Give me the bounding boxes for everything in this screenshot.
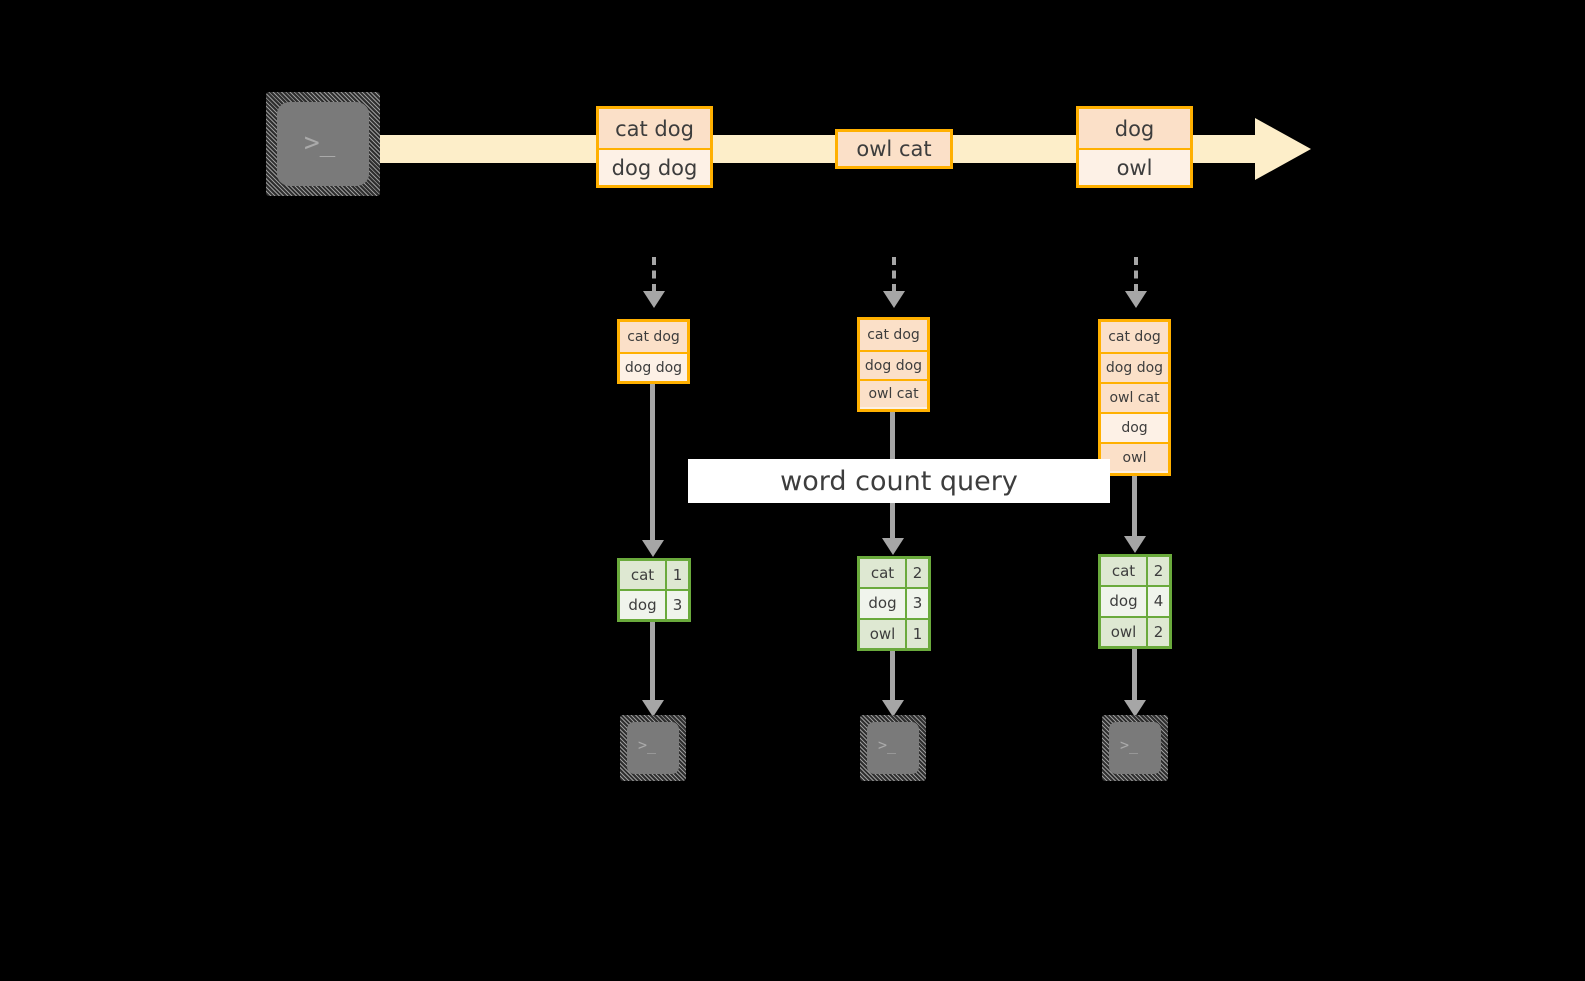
terminal-body	[627, 722, 679, 774]
batch-trigger-connector-2	[892, 257, 896, 292]
result-row: dog 3	[860, 587, 928, 618]
batch-3-sink-connector	[1132, 649, 1137, 702]
result-word-cell: owl	[869, 624, 896, 643]
batch-trigger-arrowhead-3	[1125, 291, 1147, 308]
result-count-cell: 3	[665, 591, 688, 619]
batch-input-cell: owl	[1101, 442, 1168, 471]
batch-2-sink-connector	[890, 651, 895, 702]
terminal-prompt-glyph: >_	[304, 128, 336, 158]
batch-input-cell: dog dog	[860, 350, 927, 379]
stream-record-cell: dog dog	[599, 148, 710, 185]
batch-3-sink-terminal-icon[interactable]: >_	[1102, 715, 1168, 781]
stream-record-cell: cat dog	[599, 109, 710, 148]
batch-trigger-connector-1	[652, 257, 656, 292]
result-word-cell: cat	[1111, 562, 1136, 581]
terminal-prompt-glyph: >_	[878, 736, 897, 754]
terminal-body	[277, 102, 369, 186]
batch-3-input-records: cat dog dog dog owl cat dog owl	[1098, 319, 1171, 476]
batch-1-sink-connector	[650, 622, 655, 702]
result-row: cat 2	[860, 559, 928, 588]
result-row: owl 2	[1101, 615, 1169, 646]
result-word-cell: cat	[630, 566, 655, 584]
stream-record-cell: dog	[1079, 109, 1190, 148]
result-word-cell: owl	[1110, 622, 1137, 641]
batch-1-sink-terminal-icon[interactable]: >_	[620, 715, 686, 781]
result-row: cat 2	[1101, 557, 1169, 586]
batch-1-query-arrowhead	[642, 540, 664, 557]
source-terminal-icon[interactable]: >_	[266, 92, 380, 196]
terminal-prompt-glyph: >_	[638, 736, 657, 754]
batch-1-query-connector	[650, 384, 655, 542]
batch-trigger-arrowhead-2	[883, 291, 905, 308]
batch-input-cell: dog dog	[620, 352, 687, 381]
result-row: dog 4	[1101, 585, 1169, 616]
result-word-cell: cat	[870, 564, 895, 583]
result-count-cell: 2	[1146, 617, 1169, 646]
query-label: word count query	[688, 459, 1110, 503]
batch-input-cell: dog dog	[1101, 352, 1168, 382]
result-count-cell: 2	[1146, 557, 1169, 586]
batch-input-cell: dog	[1101, 412, 1168, 442]
stream-record-group-2: owl cat	[835, 129, 953, 169]
batch-input-cell: owl cat	[860, 379, 927, 407]
result-count-cell: 3	[905, 589, 928, 618]
result-count-cell: 2	[905, 559, 928, 588]
batch-1-result-table: cat 1 dog 3	[617, 558, 691, 622]
result-word-cell: dog	[628, 596, 657, 614]
stream-record-group-1: cat dog dog dog	[596, 106, 713, 188]
batch-1-input-records: cat dog dog dog	[617, 319, 690, 384]
result-word-cell: dog	[1109, 592, 1138, 611]
result-count-cell: 1	[665, 561, 688, 589]
batch-2-sink-arrowhead	[882, 700, 904, 717]
batch-2-sink-terminal-icon[interactable]: >_	[860, 715, 926, 781]
result-count-cell: 1	[905, 619, 928, 648]
result-word-cell: dog	[868, 594, 897, 613]
stream-record-cell: owl cat	[838, 132, 950, 166]
batch-input-cell: cat dog	[1101, 322, 1168, 352]
batch-3-sink-arrowhead	[1124, 700, 1146, 717]
batch-trigger-connector-3	[1134, 257, 1138, 292]
batch-3-query-connector	[1132, 476, 1137, 538]
terminal-prompt-glyph: >_	[1120, 736, 1139, 754]
stream-record-group-3: dog owl	[1076, 106, 1193, 188]
result-row: cat 1	[620, 561, 688, 589]
batch-input-cell: owl cat	[1101, 382, 1168, 412]
stream-record-cell: owl	[1079, 148, 1190, 185]
batch-input-cell: cat dog	[620, 322, 687, 352]
batch-3-result-table: cat 2 dog 4 owl 2	[1098, 554, 1172, 649]
batch-2-input-records: cat dog dog dog owl cat	[857, 317, 930, 412]
terminal-body	[1109, 722, 1161, 774]
batch-2-query-arrowhead	[882, 538, 904, 555]
batch-2-result-table: cat 2 dog 3 owl 1	[857, 556, 931, 651]
batch-3-query-arrowhead	[1124, 536, 1146, 553]
result-row: dog 3	[620, 589, 688, 619]
batch-1-sink-arrowhead	[642, 700, 664, 717]
result-count-cell: 4	[1146, 587, 1169, 616]
terminal-body	[867, 722, 919, 774]
batch-trigger-arrowhead-1	[643, 291, 665, 308]
result-row: owl 1	[860, 617, 928, 648]
batch-input-cell: cat dog	[860, 320, 927, 350]
